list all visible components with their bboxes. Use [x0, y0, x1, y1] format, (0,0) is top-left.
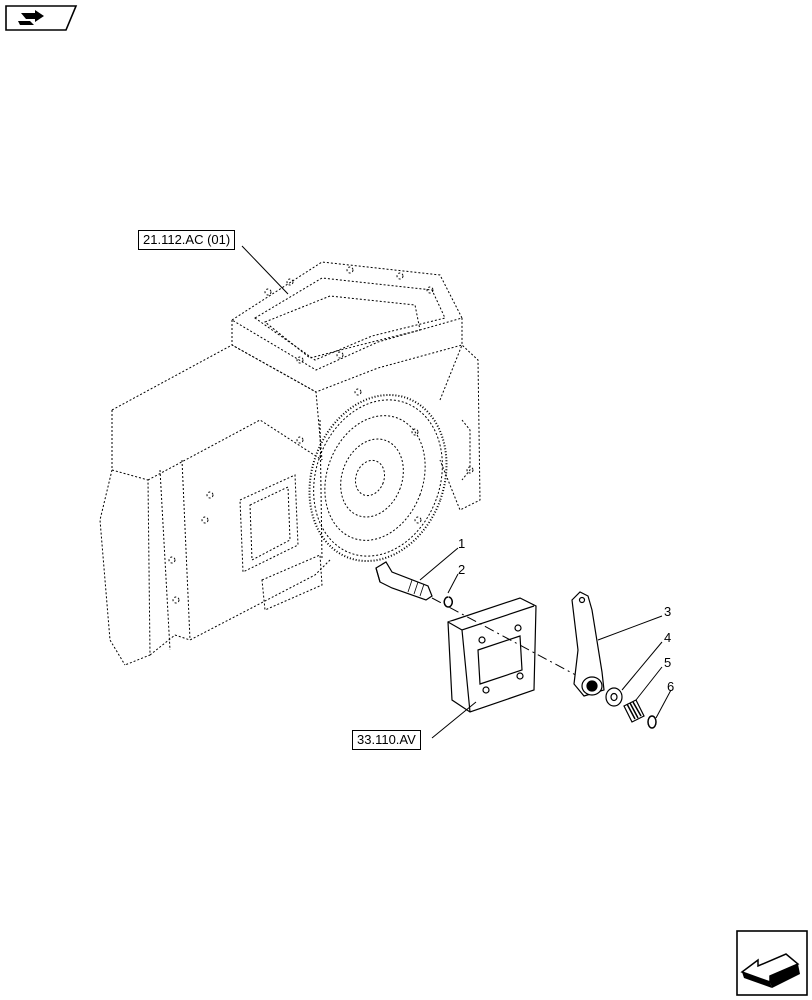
- callout-2: 2: [458, 562, 466, 577]
- assembly-axis: [431, 597, 601, 689]
- reference-33-110-av[interactable]: 33.110.AV: [352, 730, 421, 750]
- part-6-ring: [647, 715, 657, 729]
- part-5-spring: [623, 699, 645, 723]
- part-3-lever: [571, 591, 605, 697]
- book-arrow-icon[interactable]: [4, 4, 78, 32]
- back-arrow-icon[interactable]: [736, 930, 808, 996]
- callout-3: 3: [664, 604, 672, 619]
- ring-gear-teeth: [308, 393, 448, 563]
- rear-axle-housing-outline: [99, 261, 481, 666]
- part-2-snap-ring: [443, 596, 453, 608]
- callout-6: 6: [667, 679, 675, 694]
- callout-1: 1: [458, 536, 466, 551]
- leader-lines: [241, 245, 672, 739]
- reference-21-112-ac[interactable]: 21.112.AC (01): [138, 230, 236, 250]
- part-4-washer: [605, 687, 623, 707]
- callout-4: 4: [664, 630, 672, 645]
- cover-plate: [447, 597, 537, 713]
- callout-5: 5: [664, 655, 672, 670]
- part-1-shaft: [375, 561, 433, 601]
